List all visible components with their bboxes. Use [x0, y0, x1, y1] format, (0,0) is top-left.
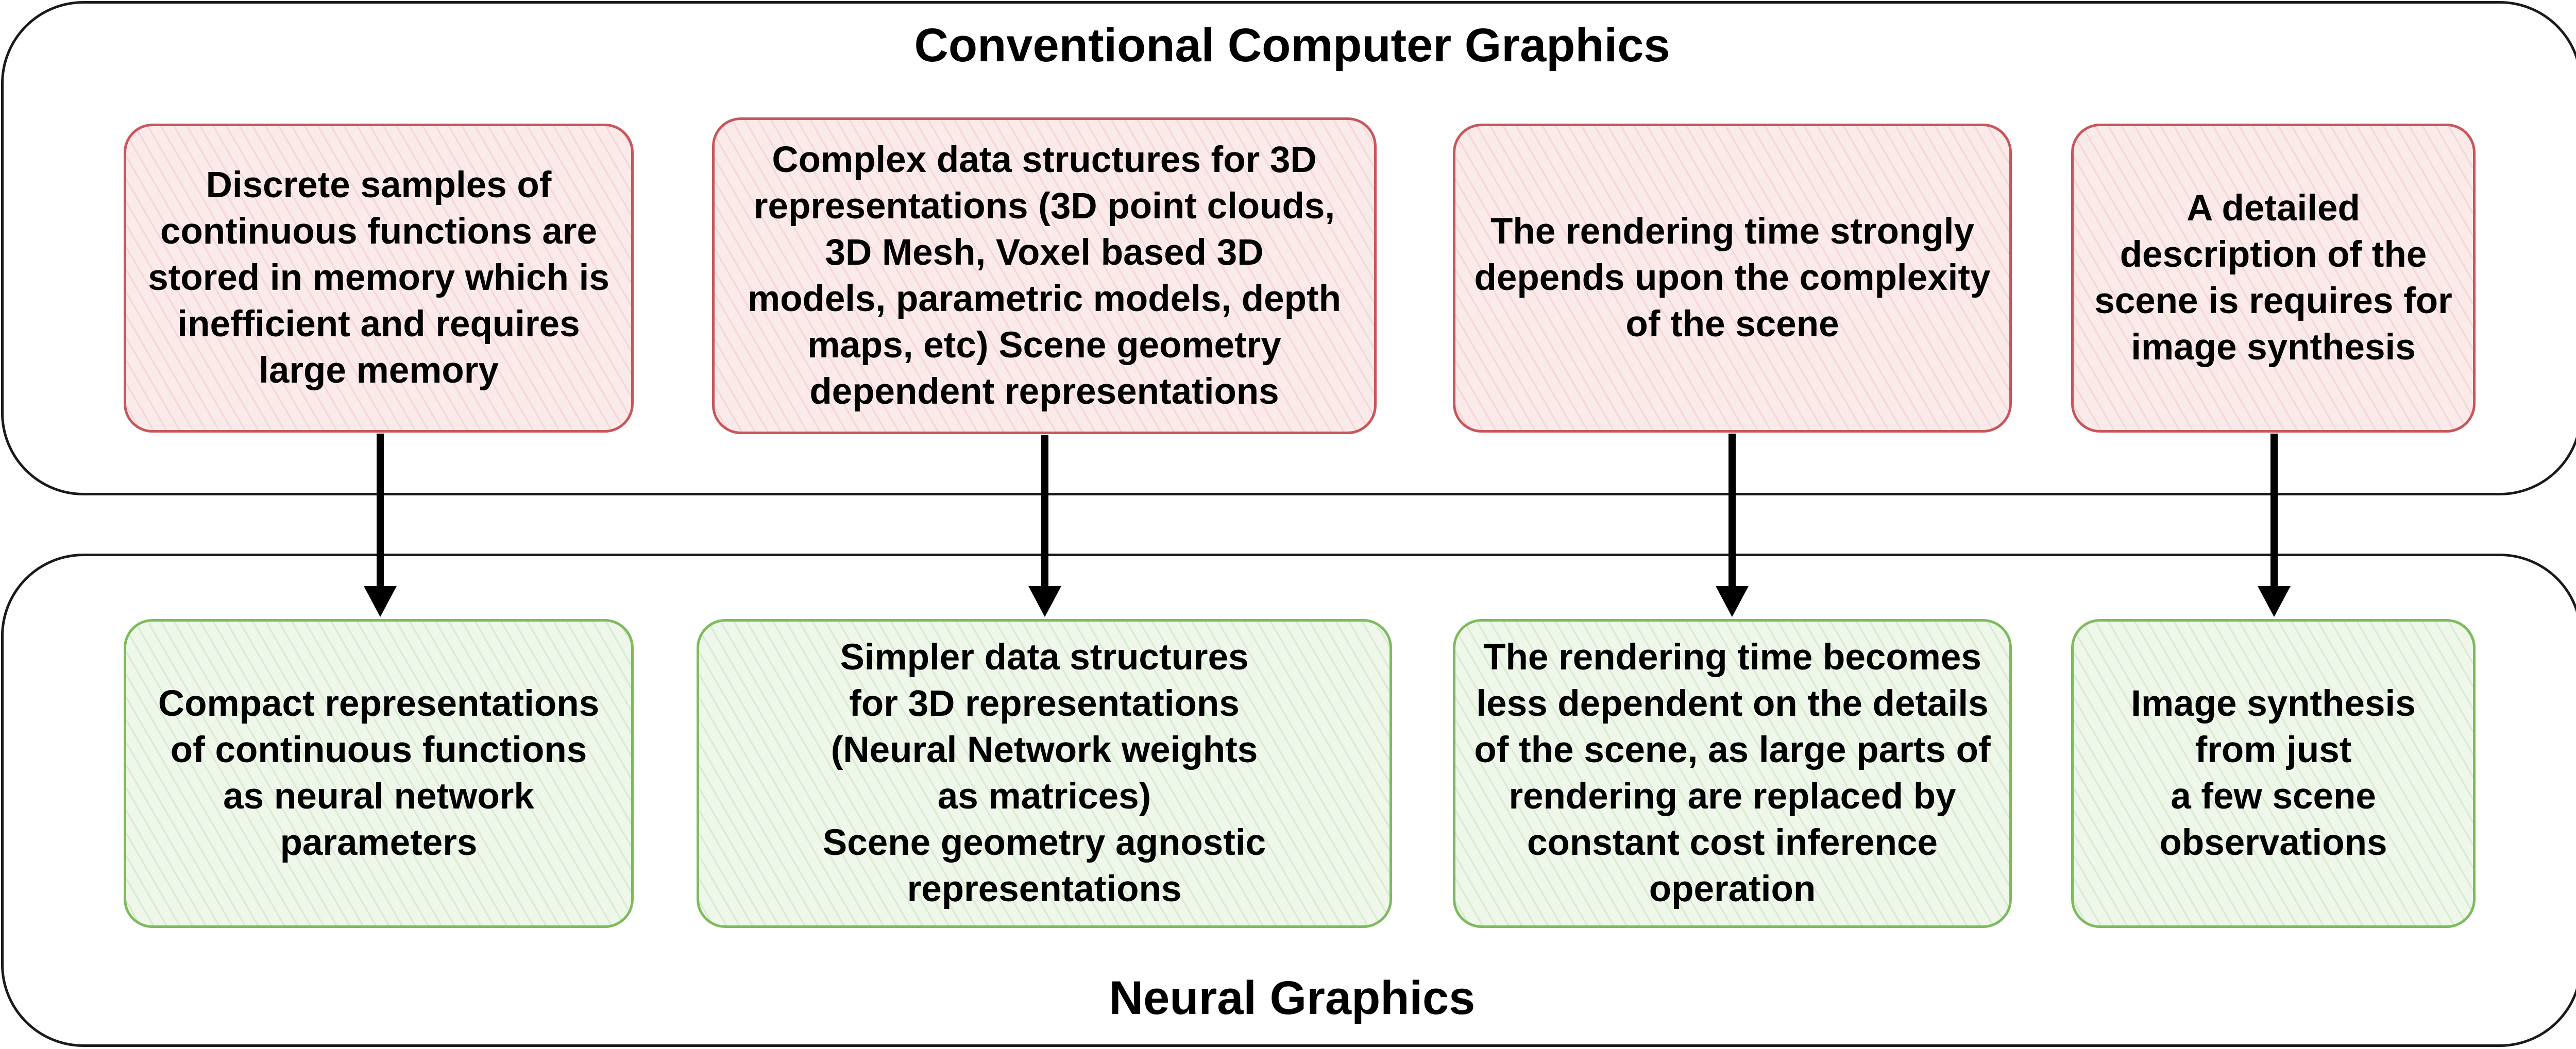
conventional-box-scene-description: A detailed description of the scene is r… — [2071, 124, 2476, 433]
conventional-graphics-title: Conventional Computer Graphics — [914, 19, 1670, 72]
neural-box-simpler-data-structures: Simpler data structures for 3D represent… — [697, 619, 1392, 928]
conventional-box-memory: Discrete samples of continuous functions… — [124, 124, 634, 433]
conventional-box-rendering-time: The rendering time strongly depends upon… — [1453, 124, 2012, 433]
neural-box-image-synthesis: Image synthesis from just a few scene ob… — [2071, 619, 2476, 928]
neural-graphics-title: Neural Graphics — [1109, 972, 1476, 1024]
neural-box-compact-representations: Compact representations of continuous fu… — [124, 619, 634, 928]
neural-box-rendering-time: The rendering time becomes less dependen… — [1453, 619, 2012, 928]
conventional-box-data-structures: Complex data structures for 3D represent… — [712, 117, 1377, 434]
